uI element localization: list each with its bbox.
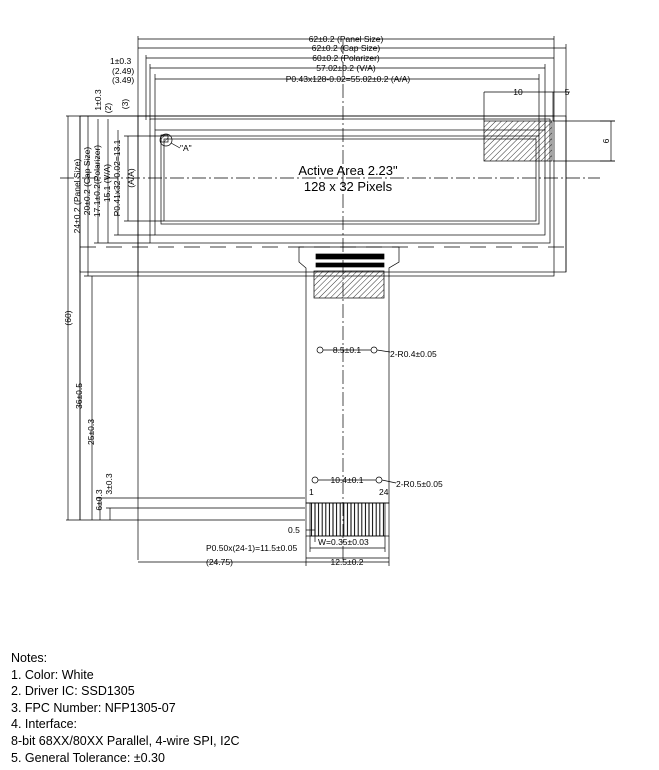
fpc-stiffener-hatched <box>313 270 385 299</box>
pin-24-label: 24 <box>379 487 389 497</box>
dim-left-fpc-25: 25±0.3 <box>86 419 96 445</box>
dim-0-5: 0.5 <box>288 525 300 535</box>
dim-left-1: 1±0.3 <box>110 56 131 66</box>
dim-aa: P0.43x128-0.02=55.02±0.2 (A/A) <box>286 74 411 84</box>
active-area-title: Active Area 2.23" <box>298 163 398 178</box>
dim-hole-8-5: 8.5±0.1 <box>333 345 362 355</box>
dim-pad-6: 6 <box>601 138 611 143</box>
fpc-hole-right-upper <box>370 346 378 354</box>
dim-left-aa-1: P0.41x32-0.02=13.1 <box>112 139 122 216</box>
dim-fpc-width: 12.5±0.2 <box>330 557 363 567</box>
dim-polarizer: 60±0.2 (Polarizer) <box>312 53 380 63</box>
dim-left-v3: (3) <box>120 99 130 110</box>
dim-pad-10: 10 <box>513 87 523 97</box>
dim-left-panel-size: 24±0.2 (Panel Size) <box>72 159 82 234</box>
pin-1-label: 1 <box>309 487 314 497</box>
dim-left-polarizer: 17.1±0.2(Polarizer) <box>92 145 102 217</box>
fpc-hole-left-lower <box>311 476 319 484</box>
dim-pad-5: 5 <box>565 87 570 97</box>
connector-pad-hatched <box>483 120 553 162</box>
detail-a-label: "A" <box>180 143 192 153</box>
dim-left-fpc-6: 6±0.3 <box>94 489 104 510</box>
dim-left-v2: (2) <box>103 103 113 114</box>
fpc-hole-right-lower <box>375 476 383 484</box>
mechanical-drawing: 62±0.2 (Panel Size) 62±0.2 (Cap Size) 60… <box>60 34 615 567</box>
dim-left-cap-size: 20±0.2 (Cap Size) <box>82 147 92 216</box>
note-color: 1. Color: White <box>11 667 94 682</box>
notes-heading: Notes: <box>11 651 48 665</box>
dim-hole-10-4: 10.4±0.1 <box>330 475 363 485</box>
fpc-contact-pins <box>309 502 386 537</box>
active-area-pixels: 128 x 32 Pixels <box>304 179 393 194</box>
note-fpc-number: 3. FPC Number: NFP1305-07 <box>11 700 176 715</box>
dim-left-total: (60) <box>63 310 73 325</box>
active-area-frame-outer <box>160 135 540 225</box>
note-interface: 4. Interface: <box>11 717 78 732</box>
dim-r-05: 2-R0.5±0.05 <box>396 479 443 489</box>
dim-cap-size: 62±0.2 (Cap Size) <box>312 43 381 53</box>
dim-left-fpc-3: 3±0.3 <box>104 473 114 494</box>
note-tolerance: 5. General Tolerance: ±0.30 <box>11 750 165 765</box>
dim-left-3: (3.49) <box>112 75 134 85</box>
dim-va: 57.02±0.2 (V/A) <box>316 63 376 73</box>
fpc-hole-left-upper <box>316 346 324 354</box>
dim-24-75: (24.75) <box>206 557 233 567</box>
fpc-bar <box>315 253 385 260</box>
note-interface-detail: 8-bit 68XX/80XX Parallel, 4-wire SPI, I2… <box>11 733 240 748</box>
dim-left-v1: 1±0.3 <box>93 89 103 110</box>
dim-panel-size: 62±0.2 (Panel Size) <box>309 34 384 44</box>
dim-left-fpc-36: 36±0.5 <box>74 383 84 409</box>
dim-left-2: (2.49) <box>112 66 134 76</box>
polarizer-outline <box>149 118 551 244</box>
dim-width-w: W=0.35±0.03 <box>318 537 369 547</box>
dim-r-04: 2-R0.4±0.05 <box>390 349 437 359</box>
dim-left-va: 15.1 (V/A) <box>102 164 112 202</box>
dim-pitch: P0.50x(24-1)=11.5±0.05 <box>206 543 297 553</box>
viewing-area-outline <box>154 129 546 236</box>
active-area-frame-inner <box>163 138 537 222</box>
note-driver-ic: 2. Driver IC: SSD1305 <box>11 684 135 699</box>
notes-section: Notes: 1. Color: White 2. Driver IC: SSD… <box>11 650 240 766</box>
dim-left-aa-2: (A/A) <box>126 168 136 188</box>
detail-a-marker <box>159 133 173 147</box>
